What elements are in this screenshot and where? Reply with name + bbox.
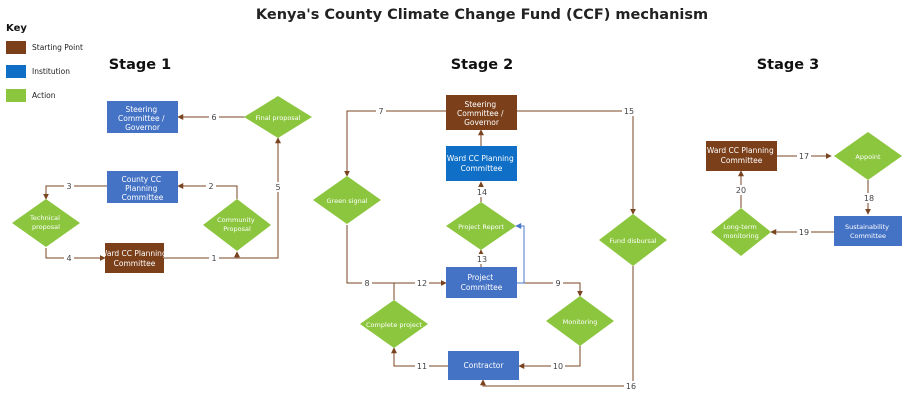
stage-1-label: Stage 1 [109,57,172,73]
edge-label-7: 7 [378,107,383,116]
edge-9 [517,282,583,297]
svg-text:County CC Planning: County CC Planning Committee [122,175,164,202]
svg-text:Project Committee: Project Committee [461,273,503,292]
edge-label-8: 8 [364,279,369,288]
node-s1-final-proposal: Final proposal [244,96,312,138]
edge-label-17: 17 [799,152,809,161]
edge-label-12: 12 [417,279,427,288]
edge-label-10: 10 [553,362,563,371]
edge-7 [344,110,446,177]
node-s2-contractor: Contractor [448,351,519,380]
svg-text:Ward CC Planning Committ: Ward CC Planning Committee [100,249,169,268]
svg-text:Steering Committee /: Steering Committee / Governor [118,105,167,132]
svg-text:Fund disbursal: Fund disbursal [609,237,656,245]
edge-11 [391,347,448,367]
svg-text:Ward CC Planning Committ: Ward CC Planning Committee [447,154,516,173]
edge-label-20: 20 [736,186,746,195]
svg-text:Community Proposal: Community Proposal [217,216,257,233]
node-s2-project-report: Project Report [446,202,516,250]
node-s2-ward-cc-planning-committee: Ward CC Planning Committee [446,146,517,181]
legend-label-action: Action [32,91,56,100]
node-s1-county-cc-planning-committee: County CC Planning Committee [107,171,178,203]
svg-text:Appoint: Appoint [855,153,881,161]
stage-3-label: Stage 3 [757,57,820,73]
svg-text:Technical proposal: Technical proposal [29,214,62,231]
edge-3 [43,185,107,200]
svg-text:Monitoring: Monitoring [563,318,598,326]
node-s2-monitoring: Monitoring [546,296,614,346]
edge-label-5: 5 [275,183,280,192]
node-s2-green-signal: Green signal [313,176,381,224]
svg-text:Long-term monitoring: Long-term monitoring [723,223,759,240]
diagram-title: Kenya's County Climate Change Fund (CCF)… [256,7,708,23]
edge-label-13: 13 [477,255,487,264]
svg-text:Complete project: Complete project [366,321,422,329]
svg-text:Final proposal: Final proposal [256,114,301,122]
edge-15 [517,110,636,215]
edge-4 [45,248,106,261]
node-s2-steering-committee: Steering Committee / Governor [446,95,517,130]
legend-heading: Key [6,23,27,34]
node-s3-sustainability-committee: Sustainability Committee [834,216,902,246]
legend-label-starting-point: Starting Point [32,43,83,52]
node-s3-long-term-monitoring: Long-term monitoring [711,208,771,256]
edge-1 [164,251,240,259]
edge-5 [237,137,281,259]
node-s2-project-committee: Project Committee [446,267,517,298]
svg-text:Sustainability Committee: Sustainability Committee [845,223,891,240]
edge-labels: 1 2 3 4 5 6 7 8 9 10 11 12 13 14 15 16 1… [64,106,876,391]
node-s1-ward-cc-planning-committee: Ward CC Planning Committee [100,243,169,273]
edge-2 [177,183,238,199]
edge-label-16: 16 [626,382,636,391]
legend: Key Starting Point Institution Action [6,23,83,102]
node-s2-fund-disbursal: Fund disbursal [599,214,667,266]
edge-label-6: 6 [211,113,216,122]
legend-swatch-starting-point [6,41,26,54]
edge-16 [480,266,634,387]
edge-label-3: 3 [66,182,71,191]
node-s1-community-proposal: Community Proposal [203,199,271,251]
edge-10 [518,345,581,369]
node-s1-technical-proposal: Technical proposal [12,199,80,247]
edge-label-1: 1 [211,254,216,263]
edge-label-19: 19 [799,228,809,237]
legend-swatch-action [6,89,26,102]
legend-label-institution: Institution [32,67,70,76]
node-s1-steering-committee: Steering Committee / Governor [107,101,178,133]
node-s3-ward-cc-planning-committee: Ward CC Planning Committee [706,141,777,171]
edge-report-link [515,223,525,284]
stage-2-label: Stage 2 [451,57,514,73]
edge-label-18: 18 [864,194,874,203]
edge-label-4: 4 [66,254,71,263]
edge-label-14: 14 [477,188,487,197]
svg-text:Green signal: Green signal [327,197,368,205]
svg-text:Contractor: Contractor [464,361,505,370]
svg-text:Project Report: Project Report [458,223,504,231]
edge-8 [346,225,447,286]
svg-text:Steering Committee /: Steering Committee / Governor [457,100,506,127]
svg-text:Ward CC Planning Committ: Ward CC Planning Committee [707,146,776,165]
edge-label-15: 15 [624,107,634,116]
edge-label-9: 9 [555,279,560,288]
legend-swatch-institution [6,65,26,78]
node-s3-appoint: Appoint [834,132,902,180]
edge-label-11: 11 [417,362,427,371]
edge-label-2: 2 [208,182,213,191]
node-s2-complete-project: Complete project [360,300,428,348]
